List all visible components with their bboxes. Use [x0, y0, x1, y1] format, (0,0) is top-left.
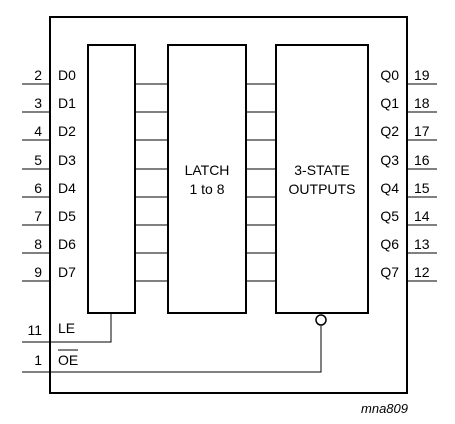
package-outline — [49, 16, 408, 394]
input-pin-number: 8 — [34, 236, 42, 252]
diagram-code: mna809 — [361, 401, 408, 416]
input-pin-label: D7 — [58, 264, 76, 280]
output-pin-label: Q3 — [380, 152, 399, 168]
latch-block — [167, 44, 247, 314]
input-pin-number: 5 — [34, 152, 42, 168]
outputs-block-title-line1: 3-STATE — [294, 162, 350, 178]
input-pin-label: D3 — [58, 152, 76, 168]
output-pin-label: Q6 — [380, 236, 399, 252]
output-pin-number: 16 — [414, 152, 430, 168]
three-state-outputs-block — [275, 44, 369, 314]
oe-pin-number: 1 — [34, 352, 42, 368]
input-pin-number: 2 — [34, 67, 42, 83]
latch-block-title-line1: LATCH — [185, 162, 230, 178]
output-pin-number: 13 — [414, 236, 430, 252]
output-pin-number: 18 — [414, 95, 430, 111]
input-pin-label: D5 — [58, 208, 76, 224]
le-pin-label: LE — [58, 320, 75, 336]
input-pin-number: 3 — [34, 95, 42, 111]
le-pin-number: 11 — [27, 322, 42, 338]
input-pin-number: 6 — [34, 180, 42, 196]
input-pin-number: 4 — [34, 123, 42, 139]
output-pin-label: Q0 — [380, 67, 399, 83]
input-buffer-block — [87, 44, 136, 314]
input-pin-label: D6 — [58, 236, 76, 252]
input-pin-label: D4 — [58, 180, 76, 196]
output-pin-number: 14 — [414, 208, 430, 224]
oe-pin-label: OE — [58, 352, 78, 368]
output-pin-label: Q1 — [380, 95, 399, 111]
output-pin-number: 17 — [414, 123, 430, 139]
output-pin-number: 15 — [414, 180, 430, 196]
input-pin-number: 7 — [34, 208, 42, 224]
output-pin-label: Q4 — [380, 180, 399, 196]
latch-block-title-line2: 1 to 8 — [189, 181, 224, 197]
output-pin-label: Q5 — [380, 208, 399, 224]
le-internal-wire — [50, 313, 112, 343]
output-pin-number: 19 — [414, 67, 430, 83]
output-pin-label: Q7 — [380, 264, 399, 280]
oe-inversion-bubble — [315, 314, 327, 326]
input-pin-number: 9 — [34, 264, 42, 280]
output-pin-number: 12 — [414, 264, 430, 280]
outputs-block-title-line2: OUTPUTS — [289, 181, 356, 197]
input-pin-label: D1 — [58, 95, 76, 111]
input-pin-label: D0 — [58, 67, 76, 83]
output-pin-label: Q2 — [380, 123, 399, 139]
input-pin-label: D2 — [58, 123, 76, 139]
oe-internal-wire — [50, 326, 322, 373]
